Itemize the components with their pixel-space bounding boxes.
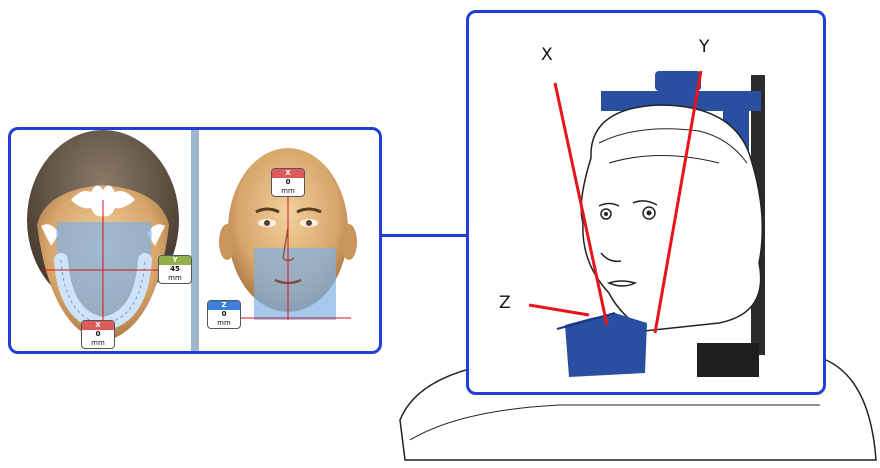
head-support-knob bbox=[655, 71, 701, 91]
z-laser-line bbox=[529, 305, 589, 315]
y-axis-label: Y bbox=[699, 37, 709, 57]
column-base bbox=[697, 343, 759, 377]
device-positioning-panel: X Y Z bbox=[466, 10, 826, 395]
x-axis-label: X bbox=[541, 45, 553, 65]
patient-device-illustration bbox=[469, 13, 826, 395]
z-axis-label: Z bbox=[499, 293, 511, 313]
